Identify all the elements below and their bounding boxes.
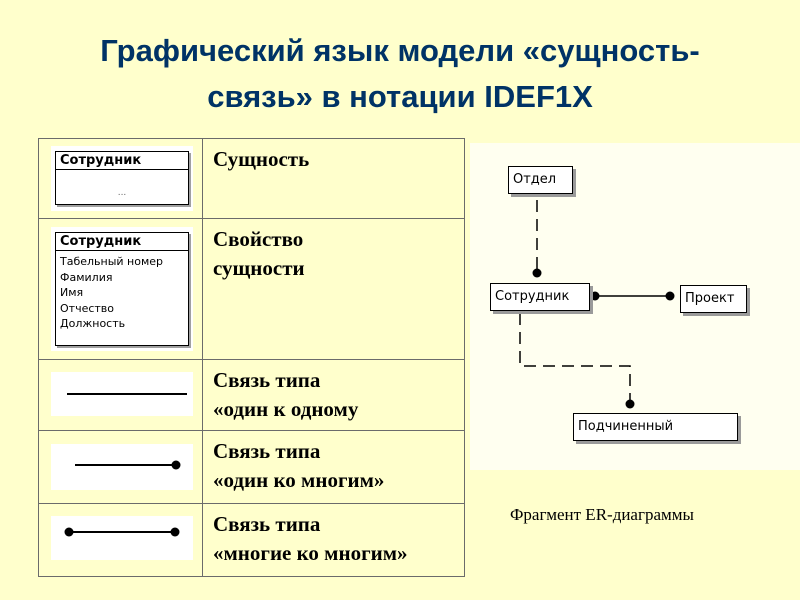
legend-desc-line-2: «многие ко многим» bbox=[213, 541, 408, 565]
legend-row-attributes: Сотрудник Табельный номер Фамилия Имя От… bbox=[38, 218, 465, 360]
legend-desc-line-2: «один к одному bbox=[213, 397, 359, 421]
legend-desc-line-1: Сущность bbox=[213, 147, 310, 171]
one-to-one-line-symbol bbox=[67, 393, 187, 395]
one-to-many-line-symbol bbox=[75, 460, 181, 470]
legend-desc-line-2: сущности bbox=[213, 256, 305, 280]
legend-desc-line-1: Связь типа bbox=[213, 368, 321, 392]
attribute-item: Фамилия bbox=[60, 270, 113, 284]
attribute-item: Имя bbox=[60, 286, 84, 299]
legend-symbol-cell bbox=[38, 359, 203, 431]
legend-symbol-cell: Сотрудник ... bbox=[38, 138, 203, 219]
many-end-dot bbox=[170, 527, 180, 537]
attribute-item: Табельный номер bbox=[60, 255, 164, 268]
legend-desc-line-1: Связь типа bbox=[213, 439, 321, 463]
many-end-dot bbox=[64, 527, 74, 537]
many-end-dot bbox=[171, 460, 181, 470]
er-entity-project: Проект bbox=[680, 285, 747, 313]
attribute-item: Отчество bbox=[60, 301, 115, 315]
legend-symbol-cell bbox=[38, 430, 203, 504]
legend-row-one-to-one: Связь типа «один к одному bbox=[38, 359, 465, 431]
entity-attributes-name: Сотрудник bbox=[56, 233, 188, 251]
title-line-1: Графический язык модели «сущность- bbox=[100, 33, 700, 68]
legend-desc-one-to-one: Связь типа «один к одному bbox=[202, 359, 465, 431]
legend-desc-entity: Сущность bbox=[202, 138, 465, 219]
legend-desc-line-2: «один ко многим» bbox=[213, 468, 385, 492]
legend-symbol-cell: Сотрудник Табельный номер Фамилия Имя От… bbox=[38, 218, 203, 360]
er-diagram-fragment: Отдел Сотрудник Проект Подчиненный bbox=[470, 143, 800, 470]
legend-symbol-cell bbox=[38, 503, 203, 577]
legend-row-one-to-many: Связь типа «один ко многим» bbox=[38, 430, 465, 504]
legend-desc-attributes: Свойство сущности bbox=[202, 218, 465, 360]
many-to-many-line-symbol bbox=[64, 527, 180, 537]
entity-attributes-symbol: Сотрудник Табельный номер Фамилия Имя От… bbox=[55, 232, 189, 346]
legend-row-many-to-many: Связь типа «многие ко многим» bbox=[38, 503, 465, 577]
entity-attribute-list: Табельный номер Фамилия Имя Отчество Дол… bbox=[56, 251, 188, 335]
entity-symbol: Сотрудник ... bbox=[55, 151, 189, 205]
entity-symbol-placeholder: ... bbox=[117, 188, 127, 198]
er-entity-employee: Сотрудник bbox=[490, 283, 590, 311]
legend-row-entity: Сотрудник ... Сущность bbox=[38, 138, 465, 219]
notation-legend-table: Сотрудник ... Сущность Сотрудник Табельн… bbox=[38, 138, 465, 577]
er-entity-subordinate: Подчиненный bbox=[573, 413, 738, 441]
er-relationship-lines bbox=[519, 200, 675, 409]
legend-desc-many-to-many: Связь типа «многие ко многим» bbox=[202, 503, 465, 577]
legend-desc-line-1: Связь типа bbox=[213, 512, 321, 536]
er-diagram-caption: Фрагмент ER-диаграммы bbox=[510, 505, 694, 524]
er-entity-department: Отдел bbox=[508, 166, 573, 194]
title-line-2: связь» в нотации IDEF1X bbox=[207, 79, 593, 114]
legend-desc-line-1: Свойство bbox=[213, 227, 304, 251]
attribute-item: Должность bbox=[60, 317, 126, 330]
legend-desc-one-to-many: Связь типа «один ко многим» bbox=[202, 430, 465, 504]
slide-title: Графический язык модели «сущность- связь… bbox=[0, 28, 800, 120]
entity-symbol-name: Сотрудник bbox=[56, 152, 188, 170]
